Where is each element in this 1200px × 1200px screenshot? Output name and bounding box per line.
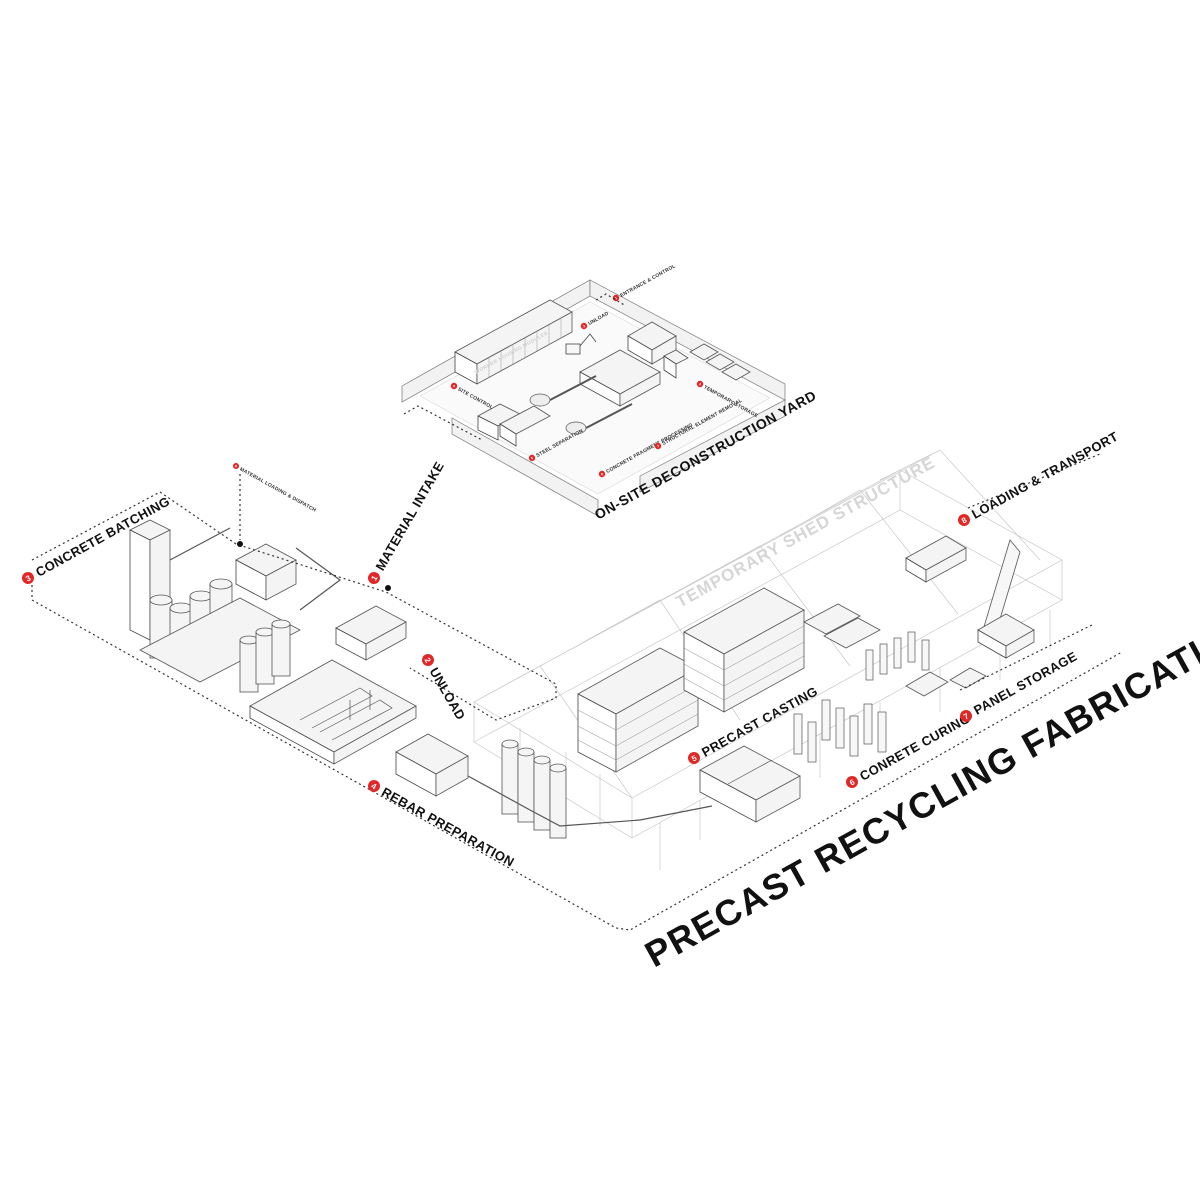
svg-text:8: 8 [234,464,238,468]
yard-truck-right [627,321,689,379]
stage-label-8: 8 LOADING & TRANSPORT [958,429,1121,526]
aggregate-silos [501,739,567,839]
svg-text:8: 8 [960,515,969,525]
curing-panels [793,631,930,763]
transport-truck [905,535,967,583]
yard-truck-left [477,403,551,447]
stage-label-2: 2 UNLOAD [422,654,469,723]
batching-plant [129,519,301,683]
crusher-units [529,375,633,435]
loading-note: 8 MATERIAL LOADING & DISPATCH [233,463,318,514]
svg-text:3: 3 [24,573,33,583]
flow-loading [967,453,1101,509]
svg-text:1: 1 [369,574,379,583]
shed-label: TEMPORARY SHED STRUCTURE [673,453,939,612]
svg-text:REBAR PREPARATION: REBAR PREPARATION [379,784,517,870]
mixing-tanks [699,745,801,823]
svg-text:2: 2 [582,324,586,328]
casting-rack-2 [683,587,805,713]
svg-text:5: 5 [530,456,534,460]
svg-text:7: 7 [962,711,971,721]
yard-label-1: 1 ENTRANCE & CONTROL [612,263,677,302]
svg-text:LOADING & TRANSPORT: LOADING & TRANSPORT [969,429,1121,522]
svg-text:ENTRANCE & CONTROL: ENTRANCE & CONTROL [619,263,677,299]
svg-text:5: 5 [690,753,699,763]
yard-exit-line [595,293,627,307]
stored-panels [803,603,987,697]
svg-text:4: 4 [452,384,456,388]
rebar-machine [395,733,469,797]
processing-shed [579,349,661,407]
svg-text:2: 2 [423,656,433,665]
flow-node [237,541,243,547]
svg-text:UNLOAD: UNLOAD [427,665,469,723]
svg-text:6: 6 [600,472,604,476]
excavator [565,333,597,355]
svg-text:6: 6 [848,777,857,787]
yard-entry-line [403,405,483,441]
casting-rack-1 [577,647,699,773]
temporary-storage-pallets [689,343,751,381]
loading-crane [977,539,1035,659]
shed-frame [473,449,1063,870]
concrete-pipe [467,775,713,827]
svg-text:3: 3 [698,382,702,386]
svg-text:MATERIAL INTAKE: MATERIAL INTAKE [373,459,447,573]
svg-text:4: 4 [370,781,379,791]
worker-housing-modules [454,299,573,385]
rebar-plant [239,619,417,765]
stage-label-1: 1 MATERIAL INTAKE [368,459,447,584]
svg-text:1: 1 [614,296,618,300]
svg-text:MATERIAL LOADING & DISPATCH: MATERIAL LOADING & DISPATCH [239,466,318,513]
svg-text:7: 7 [656,444,660,448]
intake-truck [295,547,407,661]
flow-paths [31,453,1123,931]
flow-outer-loop [31,491,557,721]
deconstruction-yard: 1 ENTRANCE & CONTROL 2 UNLOAD 3 TEMPORAR… [401,263,819,523]
flow-node [385,585,391,591]
